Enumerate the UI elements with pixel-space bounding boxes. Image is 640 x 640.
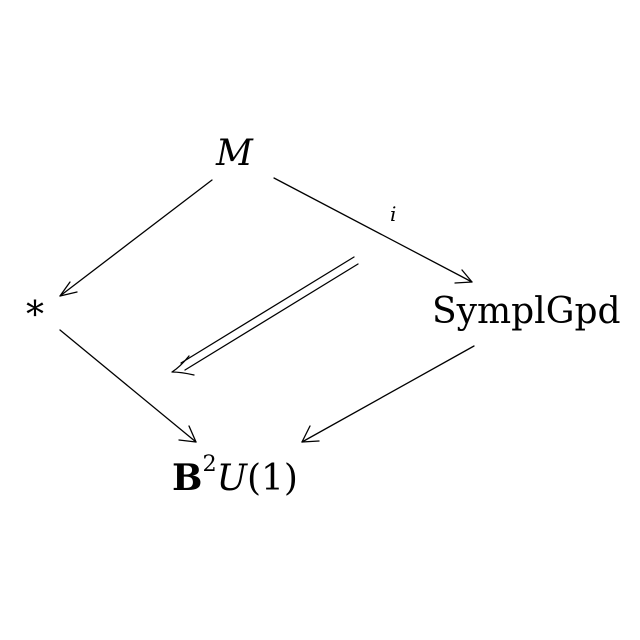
b2u1-argument: (1) <box>246 458 298 499</box>
b2u1-superscript: 2 <box>202 451 217 478</box>
node-m: M <box>216 133 253 174</box>
double-arrow-2-cell <box>171 256 359 376</box>
b2u1-variable-u: U <box>216 458 247 499</box>
arrow-m-to-sympl <box>273 177 473 284</box>
arrow-sympl-to-b2u1 <box>301 345 475 443</box>
node-b2u1: B2U(1) <box>172 453 298 499</box>
arrow-m-to-star <box>59 179 213 297</box>
node-symplgpd: SymplGpd <box>432 291 621 332</box>
arrow-label-i: i <box>390 202 397 226</box>
node-star: * <box>26 295 44 336</box>
arrow-star-to-b2u1 <box>59 329 197 443</box>
b2u1-bold-b: B <box>172 457 203 499</box>
